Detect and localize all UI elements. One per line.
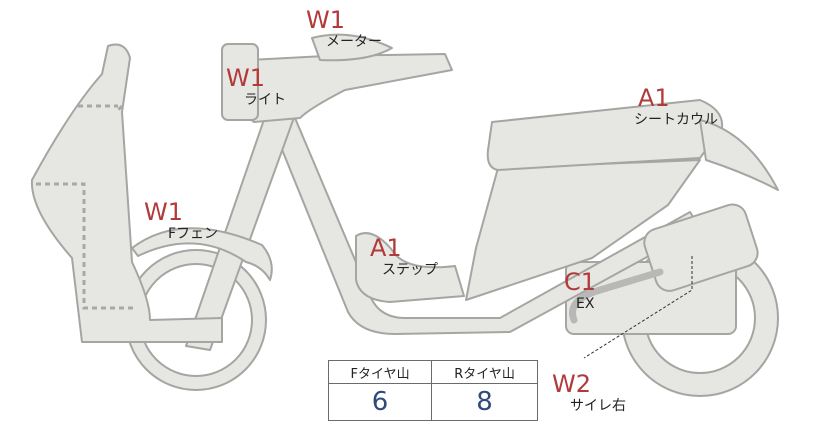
label-light: W1 ライト	[220, 62, 286, 108]
label-seat-cowl: A1 シートカウル	[632, 82, 718, 128]
damage-code: A1	[364, 232, 438, 264]
front-fender	[131, 227, 273, 281]
meter	[311, 33, 393, 62]
front-tread-value: 6	[327, 383, 433, 421]
damage-code: W1	[300, 4, 382, 36]
damage-code: W1	[137, 196, 218, 228]
front-tread-header: Fタイヤ山	[327, 360, 433, 384]
tire-tread-table: Fタイヤ山 Rタイヤ山 6 8	[327, 360, 538, 421]
part-name: シートカウル	[634, 112, 718, 128]
tail-cowl	[699, 119, 779, 191]
damage-code: W1	[220, 62, 286, 94]
part-name: Fフェン	[168, 226, 219, 242]
part-name: ステップ	[382, 262, 438, 278]
part-name: ライト	[244, 92, 286, 108]
label-step: A1 ステップ	[364, 232, 438, 278]
label-muffler-right: W2 サイレ右	[546, 368, 626, 414]
rear-tread-header: Rタイヤ山	[431, 360, 538, 384]
table-value-row: 6 8	[327, 383, 538, 421]
rear-tread-value: 8	[431, 383, 538, 421]
damage-code: W2	[546, 368, 626, 400]
label-meter: W1 メーター	[300, 4, 382, 50]
exhaust-pipe	[569, 268, 664, 324]
label-exhaust: C1 EX	[557, 266, 597, 312]
label-front-fender: W1 Fフェン	[137, 196, 219, 242]
muffler	[643, 203, 759, 292]
seat	[486, 99, 724, 171]
damage-code: A1	[632, 82, 718, 114]
part-name: メーター	[326, 34, 382, 50]
damage-code: C1	[557, 266, 597, 298]
part-name: EX	[576, 296, 595, 312]
table-header-row: Fタイヤ山 Rタイヤ山	[327, 360, 538, 384]
body-panel	[465, 159, 701, 301]
part-name: サイレ右	[570, 398, 626, 414]
front-shield	[30, 43, 223, 343]
